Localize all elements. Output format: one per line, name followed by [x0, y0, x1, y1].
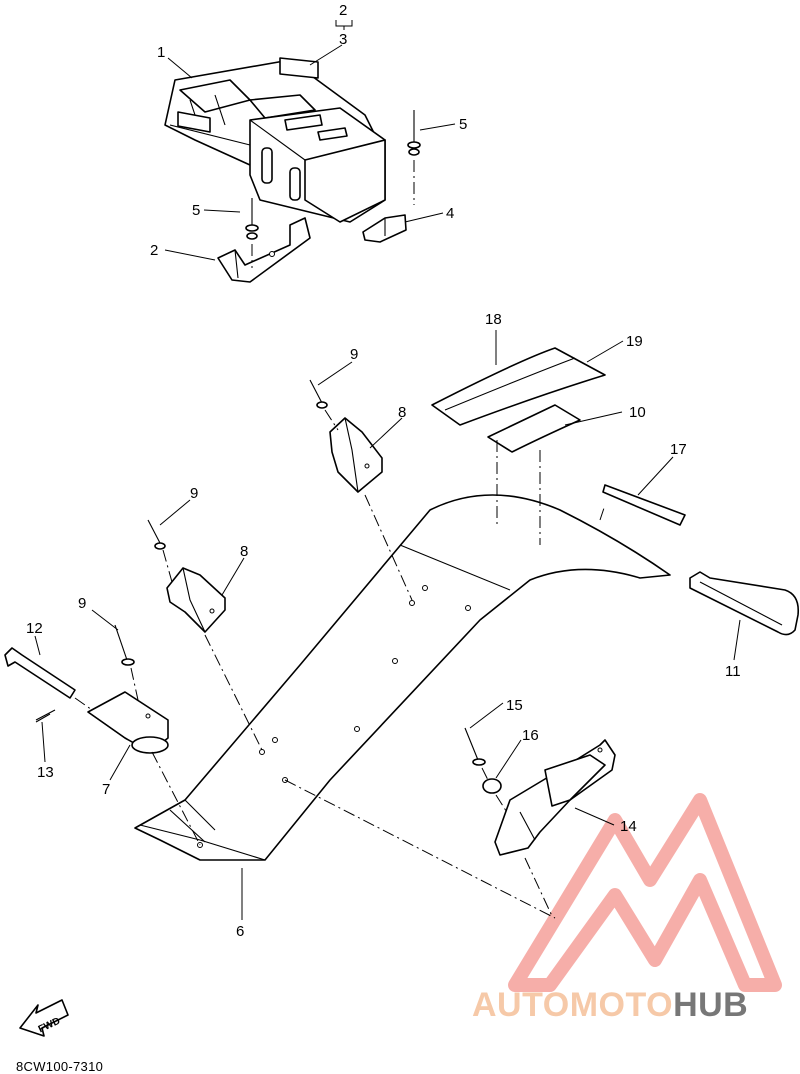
- part-9-screw-top: [309, 379, 339, 431]
- part-8-bracket-lower: [166, 567, 226, 633]
- callout-12: 12: [26, 620, 43, 637]
- part-9-screw-mid: [147, 519, 173, 583]
- part-6-fender: [134, 494, 671, 861]
- callout-2-top: 2: [339, 2, 347, 19]
- part-3-battery: [249, 107, 386, 223]
- part-13-pin: [35, 709, 56, 723]
- part-17-strip: [602, 484, 686, 526]
- watermark-wordmark: AUTOMOTOHUB: [472, 986, 748, 1025]
- part-11-handle: [689, 571, 800, 636]
- part-5-bolt-left: [245, 198, 259, 268]
- part-7-hinge: [87, 691, 169, 754]
- part-14-bracket: [494, 739, 616, 856]
- callout-9-top: 9: [350, 346, 358, 363]
- part-12-bolt: [4, 647, 96, 713]
- callout-3: 3: [339, 31, 347, 48]
- callout-15: 15: [506, 697, 523, 714]
- callout-10: 10: [629, 404, 646, 421]
- watermark-text-part-b: HUB: [673, 986, 749, 1024]
- callout-labels: 1 2 3 5 5 4 2 18 19 9 10 8 17 9 8 9 12 1…: [26, 2, 741, 940]
- callout-13: 13: [37, 764, 54, 781]
- callout-16: 16: [522, 727, 539, 744]
- callout-8-lower: 8: [240, 543, 248, 560]
- callout-9-left: 9: [78, 595, 86, 612]
- callout-4: 4: [446, 205, 454, 222]
- leader-lines: [34, 20, 741, 920]
- callout-7: 7: [102, 781, 110, 798]
- callout-17: 17: [670, 441, 687, 458]
- part-10-plate: [487, 404, 581, 453]
- callout-1: 1: [157, 44, 165, 61]
- fwd-arrow: FWD: [19, 999, 69, 1037]
- callout-19: 19: [626, 333, 643, 350]
- part-8-bracket-upper: [329, 417, 383, 493]
- callout-14: 14: [620, 818, 637, 835]
- part-9-screw-left: [114, 624, 139, 701]
- part-19-plate: [431, 347, 606, 426]
- callout-2-bracket: 2: [150, 242, 158, 259]
- watermark-logo: [508, 793, 782, 992]
- callout-9-mid: 9: [190, 485, 198, 502]
- watermark-text-part-a: AUTOMOTO: [472, 986, 674, 1024]
- callout-5-left: 5: [192, 202, 200, 219]
- part-2-bracket: [217, 217, 311, 283]
- part-5-bolt-right: [407, 110, 421, 205]
- callout-11: 11: [725, 663, 741, 680]
- part-15-bolt: [464, 727, 489, 781]
- callout-6: 6: [236, 923, 244, 940]
- callout-5-right: 5: [459, 116, 467, 133]
- callout-18: 18: [485, 311, 502, 328]
- callout-8-upper: 8: [398, 404, 406, 421]
- part-4-clip: [362, 214, 407, 243]
- figure-code: 8CW100-7310: [16, 1059, 104, 1074]
